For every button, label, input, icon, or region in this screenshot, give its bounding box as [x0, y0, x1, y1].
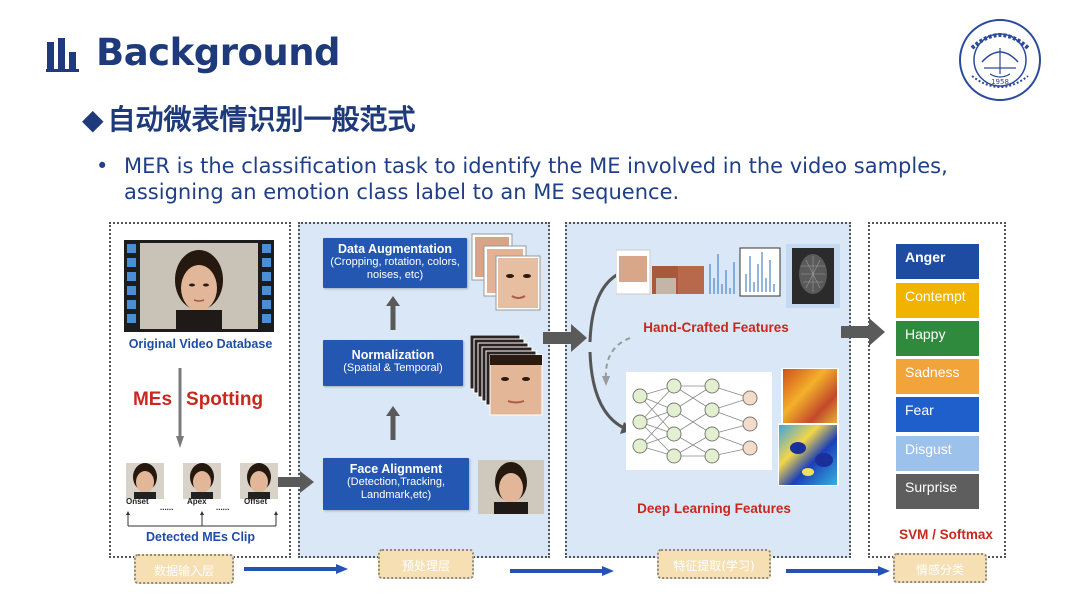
- page-title: Background: [96, 31, 341, 74]
- stage-data-input: 数据输入层: [134, 554, 234, 584]
- section-subtitle-text: 自动微表情识别一般范式: [107, 103, 416, 136]
- data-augmentation-title: Data Augmentation: [337, 242, 453, 256]
- diamond-marker: ◆: [82, 103, 104, 136]
- class-disgust: Disgust: [896, 436, 979, 471]
- class-sadness: Sadness: [896, 359, 979, 394]
- right-arrow-icon: [786, 566, 890, 576]
- timeline-icon: [126, 511, 278, 527]
- bar-chart-icon: [46, 38, 79, 72]
- right-arrow-icon: [278, 471, 314, 493]
- class-fear: Fear: [896, 397, 979, 432]
- stage-emotion-classification: 情感分类: [893, 553, 987, 583]
- class-contempt: Contempt: [896, 283, 979, 318]
- class-surprise: Surprise: [896, 474, 979, 509]
- face-alignment-box: Face Alignment (Detection,Tracking, Land…: [323, 458, 469, 510]
- video-frame-image: [124, 240, 274, 332]
- hand-crafted-features-image: [616, 244, 840, 308]
- clip-frames-image: [122, 463, 282, 499]
- augmented-faces-image: [471, 233, 541, 311]
- apex-label: Apex: [187, 497, 207, 506]
- bullet-text: MER is the classification task to identi…: [124, 154, 948, 204]
- up-arrow-icon: [386, 406, 400, 440]
- clip-frame-labels: Onset ...... Apex ...... Offset: [122, 497, 282, 512]
- mes-text: MEs: [132, 389, 173, 410]
- normalization-desc: (Spatial & Temporal): [343, 362, 443, 374]
- down-arrow-icon: [176, 368, 184, 448]
- classifier-label: SVM / Softmax: [899, 527, 993, 542]
- face-alignment-title: Face Alignment: [349, 462, 443, 476]
- class-happy: Happy: [896, 321, 979, 356]
- university-seal-logo: 1958: [959, 19, 1041, 101]
- stage-feature-extraction: 特征提取(学习): [657, 549, 771, 579]
- up-arrow-icon: [386, 296, 400, 330]
- deep-learning-features-label: Deep Learning Features: [637, 501, 791, 516]
- neural-network-image: [626, 372, 772, 470]
- original-video-label: Original Video Database: [128, 337, 273, 351]
- right-arrow-icon: [244, 564, 348, 574]
- onset-label: Onset: [126, 497, 149, 506]
- stage-preprocessing: 预处理层: [378, 549, 474, 579]
- section-subtitle: ◆自动微表情识别一般范式: [82, 98, 416, 138]
- logo-year: 1958: [991, 78, 1009, 86]
- face-alignment-desc: (Detection,Tracking, Landmark,etc): [346, 476, 446, 501]
- right-arrow-icon: [841, 318, 885, 346]
- normalization-box: Normalization (Spatial & Temporal): [323, 340, 463, 386]
- bullet-dot: •: [96, 154, 109, 178]
- data-augmentation-box: Data Augmentation (Cropping, rotation, c…: [323, 238, 467, 288]
- normalization-title: Normalization: [351, 348, 435, 362]
- bullet-item: • MER is the classification task to iden…: [96, 153, 996, 205]
- spotting-text: Spotting: [186, 389, 264, 410]
- right-arrow-icon: [543, 324, 587, 352]
- class-anger: Anger: [896, 244, 979, 279]
- face-alignment-image: [478, 460, 544, 514]
- mes-spotting-label: MEs Spotting: [112, 389, 284, 411]
- detected-clip-label: Detected MEs Clip: [145, 530, 256, 544]
- dots-1: ......: [160, 503, 174, 512]
- normalized-faces-stack-image: [470, 335, 543, 416]
- hand-crafted-features-label: Hand-Crafted Features: [643, 320, 789, 335]
- right-arrow-icon: [510, 566, 614, 576]
- dots-2: ......: [216, 503, 230, 512]
- data-augmentation-desc: (Cropping, rotation, colors, noises, etc…: [330, 256, 460, 281]
- offset-label: Offset: [244, 497, 268, 506]
- feature-heatmap-image: [778, 368, 839, 486]
